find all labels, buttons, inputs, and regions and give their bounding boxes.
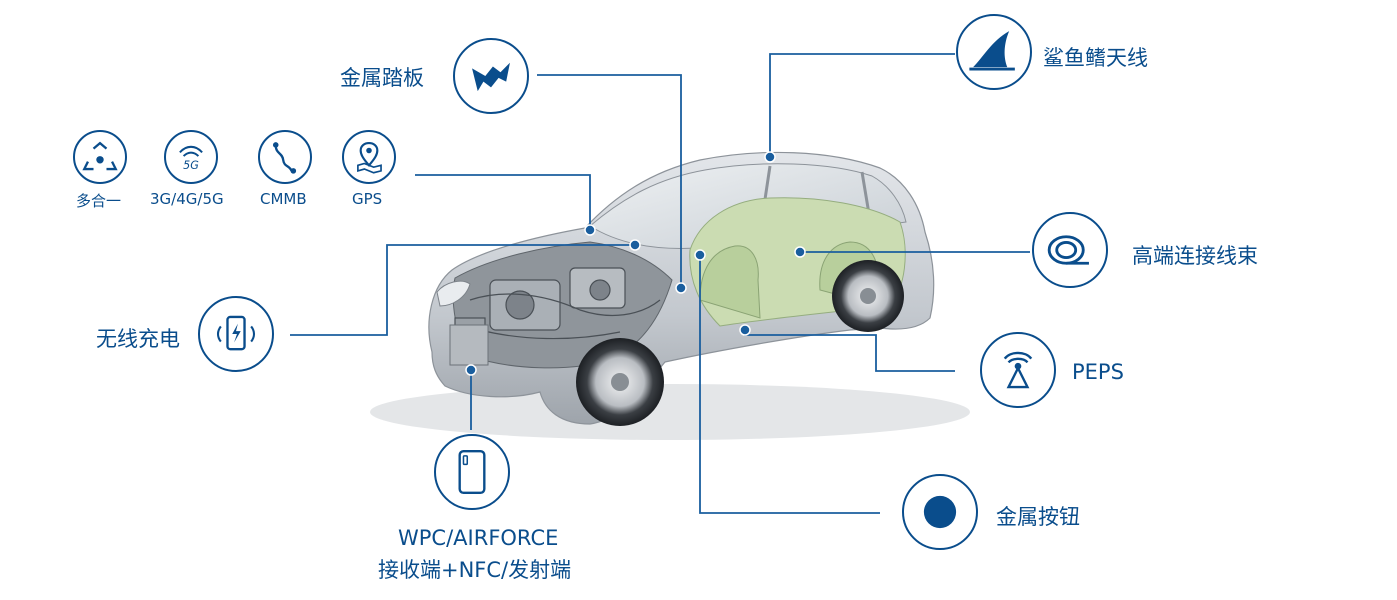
antenna-label-5g: 3G/4G/5G xyxy=(150,190,224,208)
wireless-phone-icon xyxy=(198,296,274,372)
headlight xyxy=(436,280,471,307)
wpc-label-line2: 接收端+NFC/发射端 xyxy=(378,558,572,582)
wpc-label-line1: WPC/AIRFORCE xyxy=(398,526,559,550)
car-grille xyxy=(449,324,489,366)
recycle-icon xyxy=(73,130,127,184)
antenna-label-multi: 多合一 xyxy=(76,192,122,210)
antenna-signal-icon xyxy=(980,332,1056,408)
peps-label: PEPS xyxy=(1072,360,1124,384)
cable-coil-icon xyxy=(1032,212,1108,288)
metal-button-label: 金属按钮 xyxy=(996,505,1080,529)
line-metal-button xyxy=(699,255,880,514)
svg-text:5G: 5G xyxy=(183,159,199,172)
line-antenna-group xyxy=(415,174,591,228)
button-dot-icon xyxy=(902,474,978,550)
front-seat xyxy=(699,245,761,319)
front-wheel-hub xyxy=(611,373,629,391)
signal-5g-icon: 5G xyxy=(164,130,218,184)
antenna-label-gps: GPS xyxy=(352,190,383,208)
line-wireless-charging xyxy=(290,244,635,336)
harness-label: 高端连接线束 xyxy=(1132,244,1258,268)
shark-fin-icon xyxy=(956,14,1032,90)
squiggle-icon xyxy=(258,130,312,184)
shark-fin-label: 鲨鱼鳍天线 xyxy=(1043,46,1148,70)
rear-wheel-hub xyxy=(860,288,876,304)
line-shark-fin xyxy=(769,53,955,155)
wireless-charging-label: 无线充电 xyxy=(96,327,180,351)
metal-pedal-label: 金属踏板 xyxy=(340,66,424,90)
connector-dots xyxy=(465,151,806,376)
pedal-icon xyxy=(453,38,529,114)
phone-icon xyxy=(434,434,510,510)
antenna-label-cmmb: CMMB xyxy=(260,190,307,208)
line-metal-pedal xyxy=(537,74,682,288)
map-pin-icon xyxy=(342,130,396,184)
car-shadow xyxy=(370,384,970,440)
